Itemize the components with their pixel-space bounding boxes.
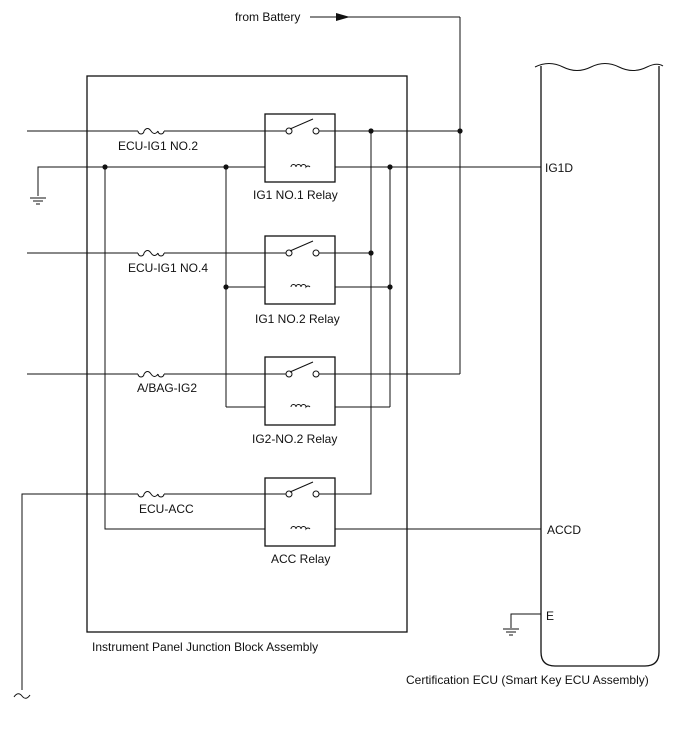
wire-break-icon	[13, 693, 31, 699]
junction-dots	[102, 128, 463, 290]
fuse-a-bag-ig2-icon	[137, 371, 165, 378]
relay-ig1-no1	[264, 113, 336, 183]
from-battery-label: from Battery	[235, 10, 300, 24]
relay-label-ig2-no2: IG2-NO.2 Relay	[252, 432, 337, 446]
terminal-e: E	[546, 609, 554, 623]
ecu-break-line	[534, 63, 664, 71]
fuse-label-ecu-ig1-no2: ECU-IG1 NO.2	[118, 139, 198, 153]
ecu-outline	[540, 66, 660, 667]
relay-label-ig1-no2: IG1 NO.2 Relay	[255, 312, 340, 326]
ecu-label: Certification ECU (Smart Key ECU Assembl…	[406, 673, 649, 687]
fuse-label-ecu-acc: ECU-ACC	[139, 502, 194, 516]
relay-label-ig1-no1: IG1 NO.1 Relay	[253, 188, 338, 202]
junction-block-label: Instrument Panel Junction Block Assembly	[92, 640, 318, 654]
fuse-label-a-bag-ig2: A/BAG-IG2	[137, 381, 197, 395]
coil-wires	[37, 166, 541, 628]
relay-label-acc: ACC Relay	[271, 552, 330, 566]
terminal-accd: ACCD	[547, 523, 581, 537]
terminal-ig1d: IG1D	[545, 161, 573, 175]
fuse-label-ecu-ig1-no4: ECU-IG1 NO.4	[128, 261, 208, 275]
battery-arrow-icon	[336, 13, 350, 21]
relay-ig2-no2	[264, 356, 336, 426]
relay-acc	[264, 477, 336, 547]
fuse-ecu-ig1-no2-icon	[137, 128, 165, 135]
ecu-ground-icon	[502, 628, 520, 636]
contact-wires	[21, 130, 460, 690]
relay-ig1-no2	[264, 235, 336, 305]
junction-block-outline	[86, 75, 408, 633]
fuse-ecu-ig1-no4-icon	[137, 250, 165, 257]
ground-icon	[29, 197, 47, 205]
fuse-ecu-acc-icon	[137, 491, 165, 498]
